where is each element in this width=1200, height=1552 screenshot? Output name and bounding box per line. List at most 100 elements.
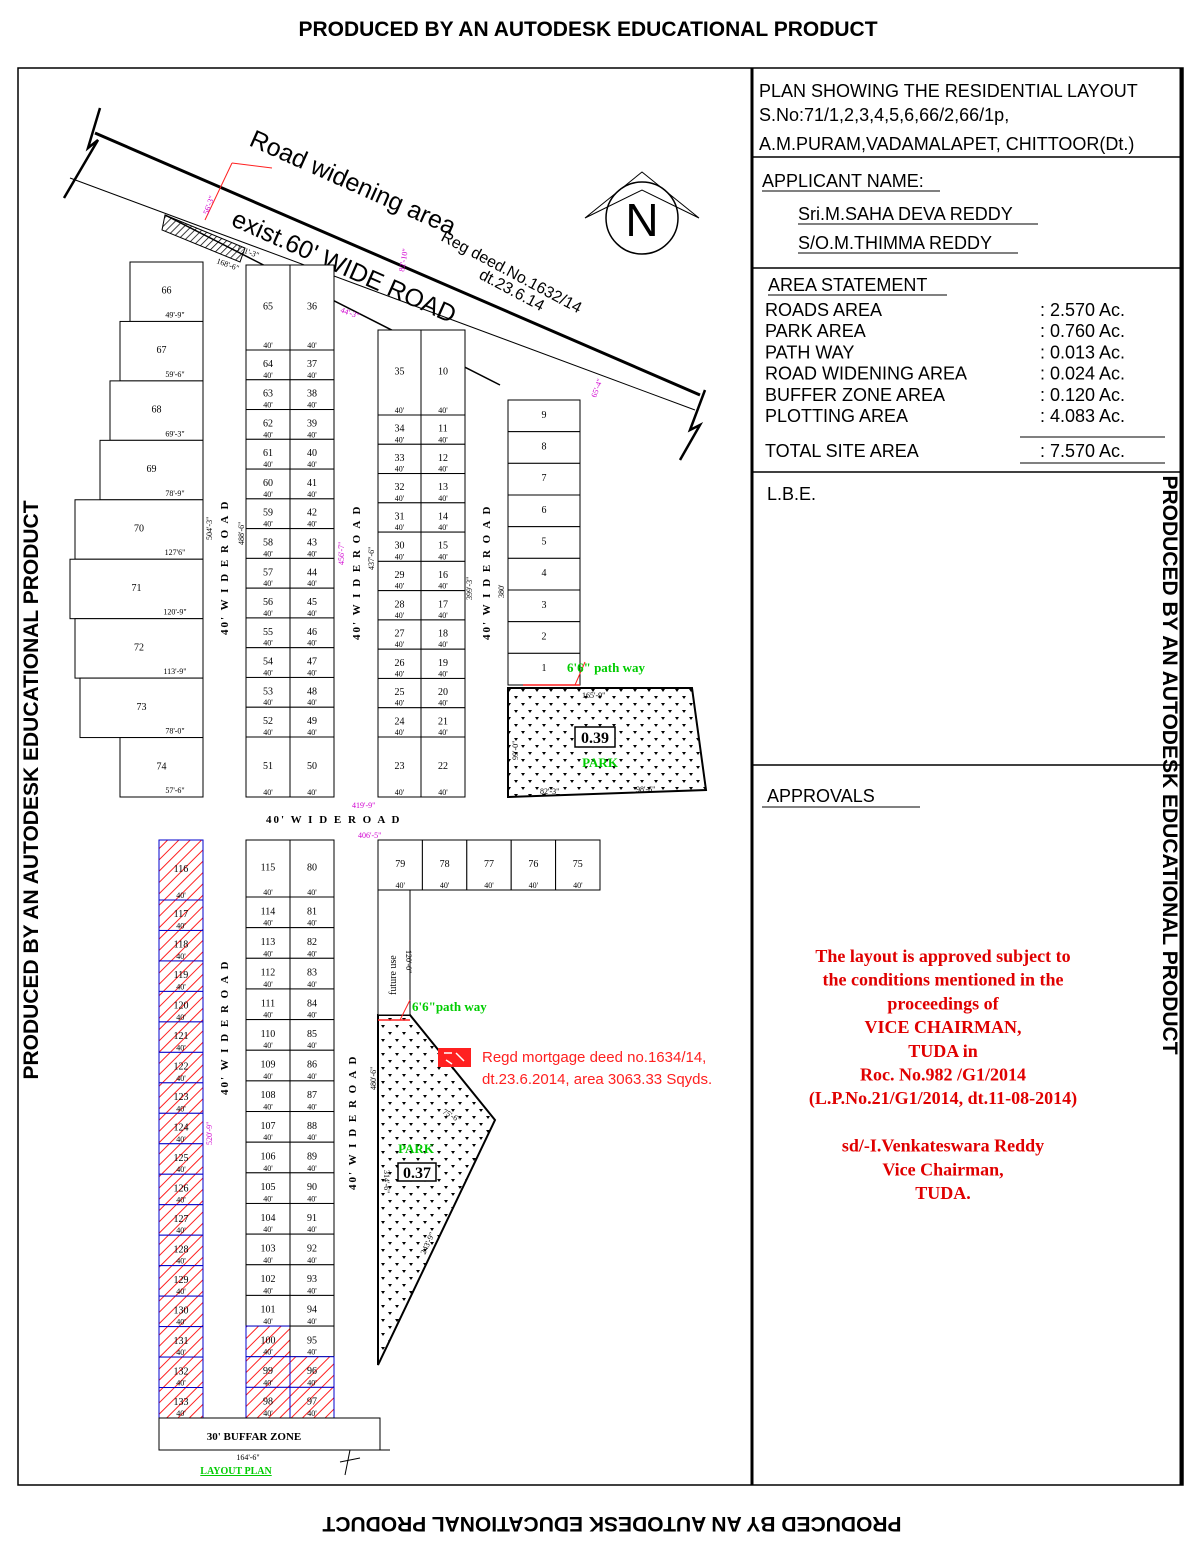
plot-width-dim: 40' xyxy=(263,401,273,410)
watermark-left: PRODUCED BY AN AUTODESK EDUCATIONAL PROD… xyxy=(20,500,43,1079)
plot-width-dim: 40' xyxy=(395,582,405,591)
plot-number: 5 xyxy=(542,537,547,548)
plot-dim: 78'-0" xyxy=(165,727,184,736)
plot-width-dim: 40' xyxy=(263,639,273,648)
plot-number: 40 xyxy=(307,448,317,459)
plot-width-dim: 40' xyxy=(263,371,273,380)
plot-width-dim: 40' xyxy=(263,1103,273,1112)
approval-line: VICE CHAIRMAN, xyxy=(865,1017,1022,1037)
plot-width-dim: 40' xyxy=(263,1072,273,1081)
plot-number: 28 xyxy=(395,599,405,610)
approval-text: The layout is approved subject to the con… xyxy=(809,946,1077,1203)
area-statement-heading: AREA STATEMENT xyxy=(768,275,927,295)
plot-width-dim: 40' xyxy=(263,698,273,707)
plot-width-dim: 40' xyxy=(176,952,186,961)
plot-number: 48 xyxy=(307,686,317,697)
plot-width-dim: 40' xyxy=(263,1348,273,1357)
approval-line: (L.P.No.21/G1/2014, dt.11-08-2014) xyxy=(809,1088,1077,1109)
plot-number: 96 xyxy=(307,1366,317,1377)
plot-7: 7 xyxy=(507,462,581,496)
dim-label: 456'-7" xyxy=(337,542,346,565)
dim-label: 504'-3" xyxy=(205,517,214,540)
plot-number: 44 xyxy=(307,567,317,578)
plot-number: 109 xyxy=(261,1060,276,1071)
plot-number: 92 xyxy=(307,1243,317,1254)
buffer-zone-label: 30' BUFFAR ZONE xyxy=(207,1431,302,1443)
road-label-d: 40' W I D E R O A D xyxy=(219,960,231,1095)
plot-width-dim: 40' xyxy=(263,520,273,529)
plot-number: 73 xyxy=(137,702,147,713)
plot-number: 86 xyxy=(307,1060,317,1071)
plot-width-dim: 40' xyxy=(438,669,448,678)
buffer-zone xyxy=(158,1417,381,1451)
plot-width-dim: 40' xyxy=(307,980,317,989)
plot-dim: 127'6" xyxy=(165,548,186,557)
dim-label: 65'-4" xyxy=(589,377,604,398)
plot-width-dim: 40' xyxy=(263,1378,273,1387)
plot-73: 73 xyxy=(79,677,204,739)
area-row-label: PARK AREA xyxy=(765,321,866,341)
plot-number: 63 xyxy=(263,389,273,400)
plot-width-dim: 40' xyxy=(263,341,273,350)
plot-number: 7 xyxy=(542,473,547,484)
plot-number: 81 xyxy=(307,906,317,917)
plot-width-dim: 40' xyxy=(176,921,186,930)
plot-number: 30 xyxy=(395,541,405,552)
plot-number: 20 xyxy=(438,687,448,698)
plot-number: 89 xyxy=(307,1152,317,1163)
plot-width-dim: 40' xyxy=(307,1317,317,1326)
plot-width-dim: 40' xyxy=(307,1286,317,1295)
dim-label: 380' xyxy=(497,584,506,598)
plot-width-dim: 40' xyxy=(263,1256,273,1265)
plot-width-dim: 40' xyxy=(263,1225,273,1234)
plot-width-dim: 40' xyxy=(395,406,405,415)
plot-width-dim: 40' xyxy=(307,579,317,588)
dim-label: 82'-10" xyxy=(397,248,410,273)
plot-number: 13 xyxy=(438,482,448,493)
plot-width-dim: 40' xyxy=(263,919,273,928)
approval-line: Roc. No.982 /G1/2014 xyxy=(860,1065,1026,1085)
area-row-value: : 0.013 Ac. xyxy=(1040,342,1125,362)
area-row-label: ROAD WIDENING AREA xyxy=(765,364,967,384)
plot-width-dim: 40' xyxy=(263,1194,273,1203)
plot-width-dim: 40' xyxy=(307,888,317,897)
plot-number: 123 xyxy=(174,1092,189,1103)
approval-line: the conditions mentioned in the xyxy=(822,970,1063,990)
plot-width-dim: 40' xyxy=(176,1104,186,1113)
approval-line: The layout is approved subject to xyxy=(815,946,1070,966)
plot-number: 26 xyxy=(395,658,405,669)
plot-number: 42 xyxy=(307,508,317,519)
dim-label: 520'-9" xyxy=(205,1122,214,1145)
plot-number: 82 xyxy=(307,937,317,948)
plot-width-dim: 40' xyxy=(307,1378,317,1387)
plot-width-dim: 40' xyxy=(307,520,317,529)
plot-number: 27 xyxy=(395,629,405,640)
plot-width-dim: 40' xyxy=(438,465,448,474)
area-statement: AREA STATEMENT TOTAL SITE AREA : 7.570 A… xyxy=(765,275,1165,464)
